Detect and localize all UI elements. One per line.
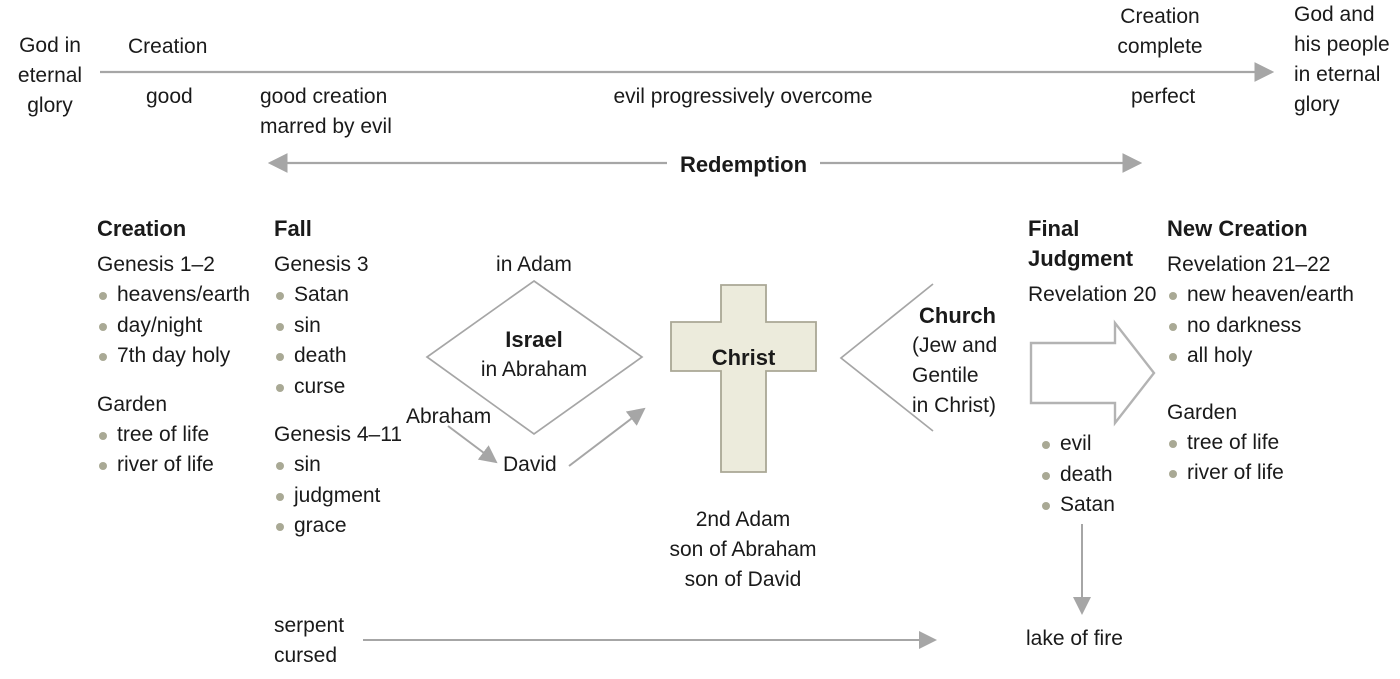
israel-sub-label: in Abraham	[480, 358, 588, 381]
creation-garden-list: tree of life river of life	[97, 420, 267, 481]
list-item: all holy	[1167, 341, 1387, 372]
fall-item-list-2: sin judgment grace	[274, 450, 424, 542]
in-adam-label: in Adam	[496, 253, 572, 276]
list-item: 7th day holy	[97, 341, 267, 372]
timeline-above-creation-complete: Creation complete	[1117, 5, 1203, 58]
list-item: river of life	[1167, 458, 1387, 489]
abraham-label: Abraham	[406, 405, 492, 428]
fall-reference: Genesis 3	[274, 253, 369, 276]
list-item: death	[274, 341, 424, 372]
timeline-below-evil-overcome: evil progressively overcome	[613, 85, 873, 108]
christ-label: Christ	[711, 345, 776, 370]
fall-item-list: Satan sin death curse	[274, 280, 424, 402]
list-item: evil	[1040, 429, 1160, 460]
redemption-label: Redemption	[679, 152, 808, 177]
column-creation: Creation Genesis 1–2 heavens/earth day/n…	[97, 214, 267, 481]
timeline-below-good: good	[146, 85, 193, 108]
new-creation-heading: New Creation	[1167, 216, 1308, 241]
list-item: tree of life	[1167, 428, 1387, 459]
creation-garden-heading: Garden	[97, 392, 168, 416]
serpent-cursed-label: serpent cursed	[274, 614, 345, 667]
list-item: no darkness	[1167, 311, 1387, 342]
list-item: river of life	[97, 450, 267, 481]
final-judgment-item-list: evil death Satan	[1040, 429, 1160, 521]
list-item: judgment	[274, 481, 424, 512]
david-to-christ-arrow	[568, 407, 646, 467]
new-creation-item-list: new heaven/earth no darkness all holy	[1167, 280, 1387, 372]
final-judgment-reference: Revelation 20	[1028, 283, 1157, 306]
creation-heading: Creation	[97, 216, 187, 241]
new-creation-garden-list: tree of life river of life	[1167, 428, 1387, 489]
list-item: new heaven/earth	[1167, 280, 1387, 311]
list-item: curse	[274, 372, 424, 403]
timeline-below-perfect: perfect	[1131, 85, 1196, 108]
christ-caption: 2nd Adam son of Abraham son of David	[669, 508, 817, 591]
list-item: sin	[274, 450, 424, 481]
list-item: Satan	[1040, 490, 1160, 521]
final-judgment-heading: Final Judgment	[1028, 216, 1134, 271]
creation-item-list: heavens/earth day/night 7th day holy	[97, 280, 267, 372]
christ-cross-shape	[670, 284, 817, 473]
list-item: death	[1040, 460, 1160, 491]
list-item: Satan	[274, 280, 424, 311]
timeline-right-label: God and his people in eternal glory	[1294, 3, 1390, 116]
new-creation-reference: Revelation 21–22	[1167, 253, 1331, 276]
list-item: tree of life	[97, 420, 267, 451]
timeline-left-label: God in eternal glory	[17, 34, 83, 117]
column-final-judgment: Final Judgment Revelation 20	[1028, 214, 1158, 310]
new-creation-garden-heading: Garden	[1167, 400, 1238, 424]
creation-reference: Genesis 1–2	[97, 253, 215, 276]
church-sub-label: (Jew and Gentile in Christ)	[912, 334, 998, 417]
timeline-below-good-creation-marred: good creation marred by evil	[260, 85, 392, 138]
column-new-creation: New Creation Revelation 21–22 new heaven…	[1167, 214, 1387, 489]
fall-reference-2: Genesis 4–11	[274, 423, 403, 446]
timeline-above-creation: Creation	[128, 35, 208, 58]
column-fall: Fall Genesis 3 Satan sin death curse Gen…	[274, 214, 424, 542]
fall-heading: Fall	[274, 216, 312, 241]
israel-heading: Israel	[505, 327, 563, 352]
final-judgment-block-arrow	[1029, 319, 1156, 427]
church-heading: Church	[919, 303, 996, 328]
list-item: grace	[274, 511, 424, 542]
list-item: sin	[274, 311, 424, 342]
lake-of-fire-label: lake of fire	[1026, 627, 1123, 650]
list-item: heavens/earth	[97, 280, 267, 311]
list-item: day/night	[97, 311, 267, 342]
david-label: David	[503, 453, 557, 476]
